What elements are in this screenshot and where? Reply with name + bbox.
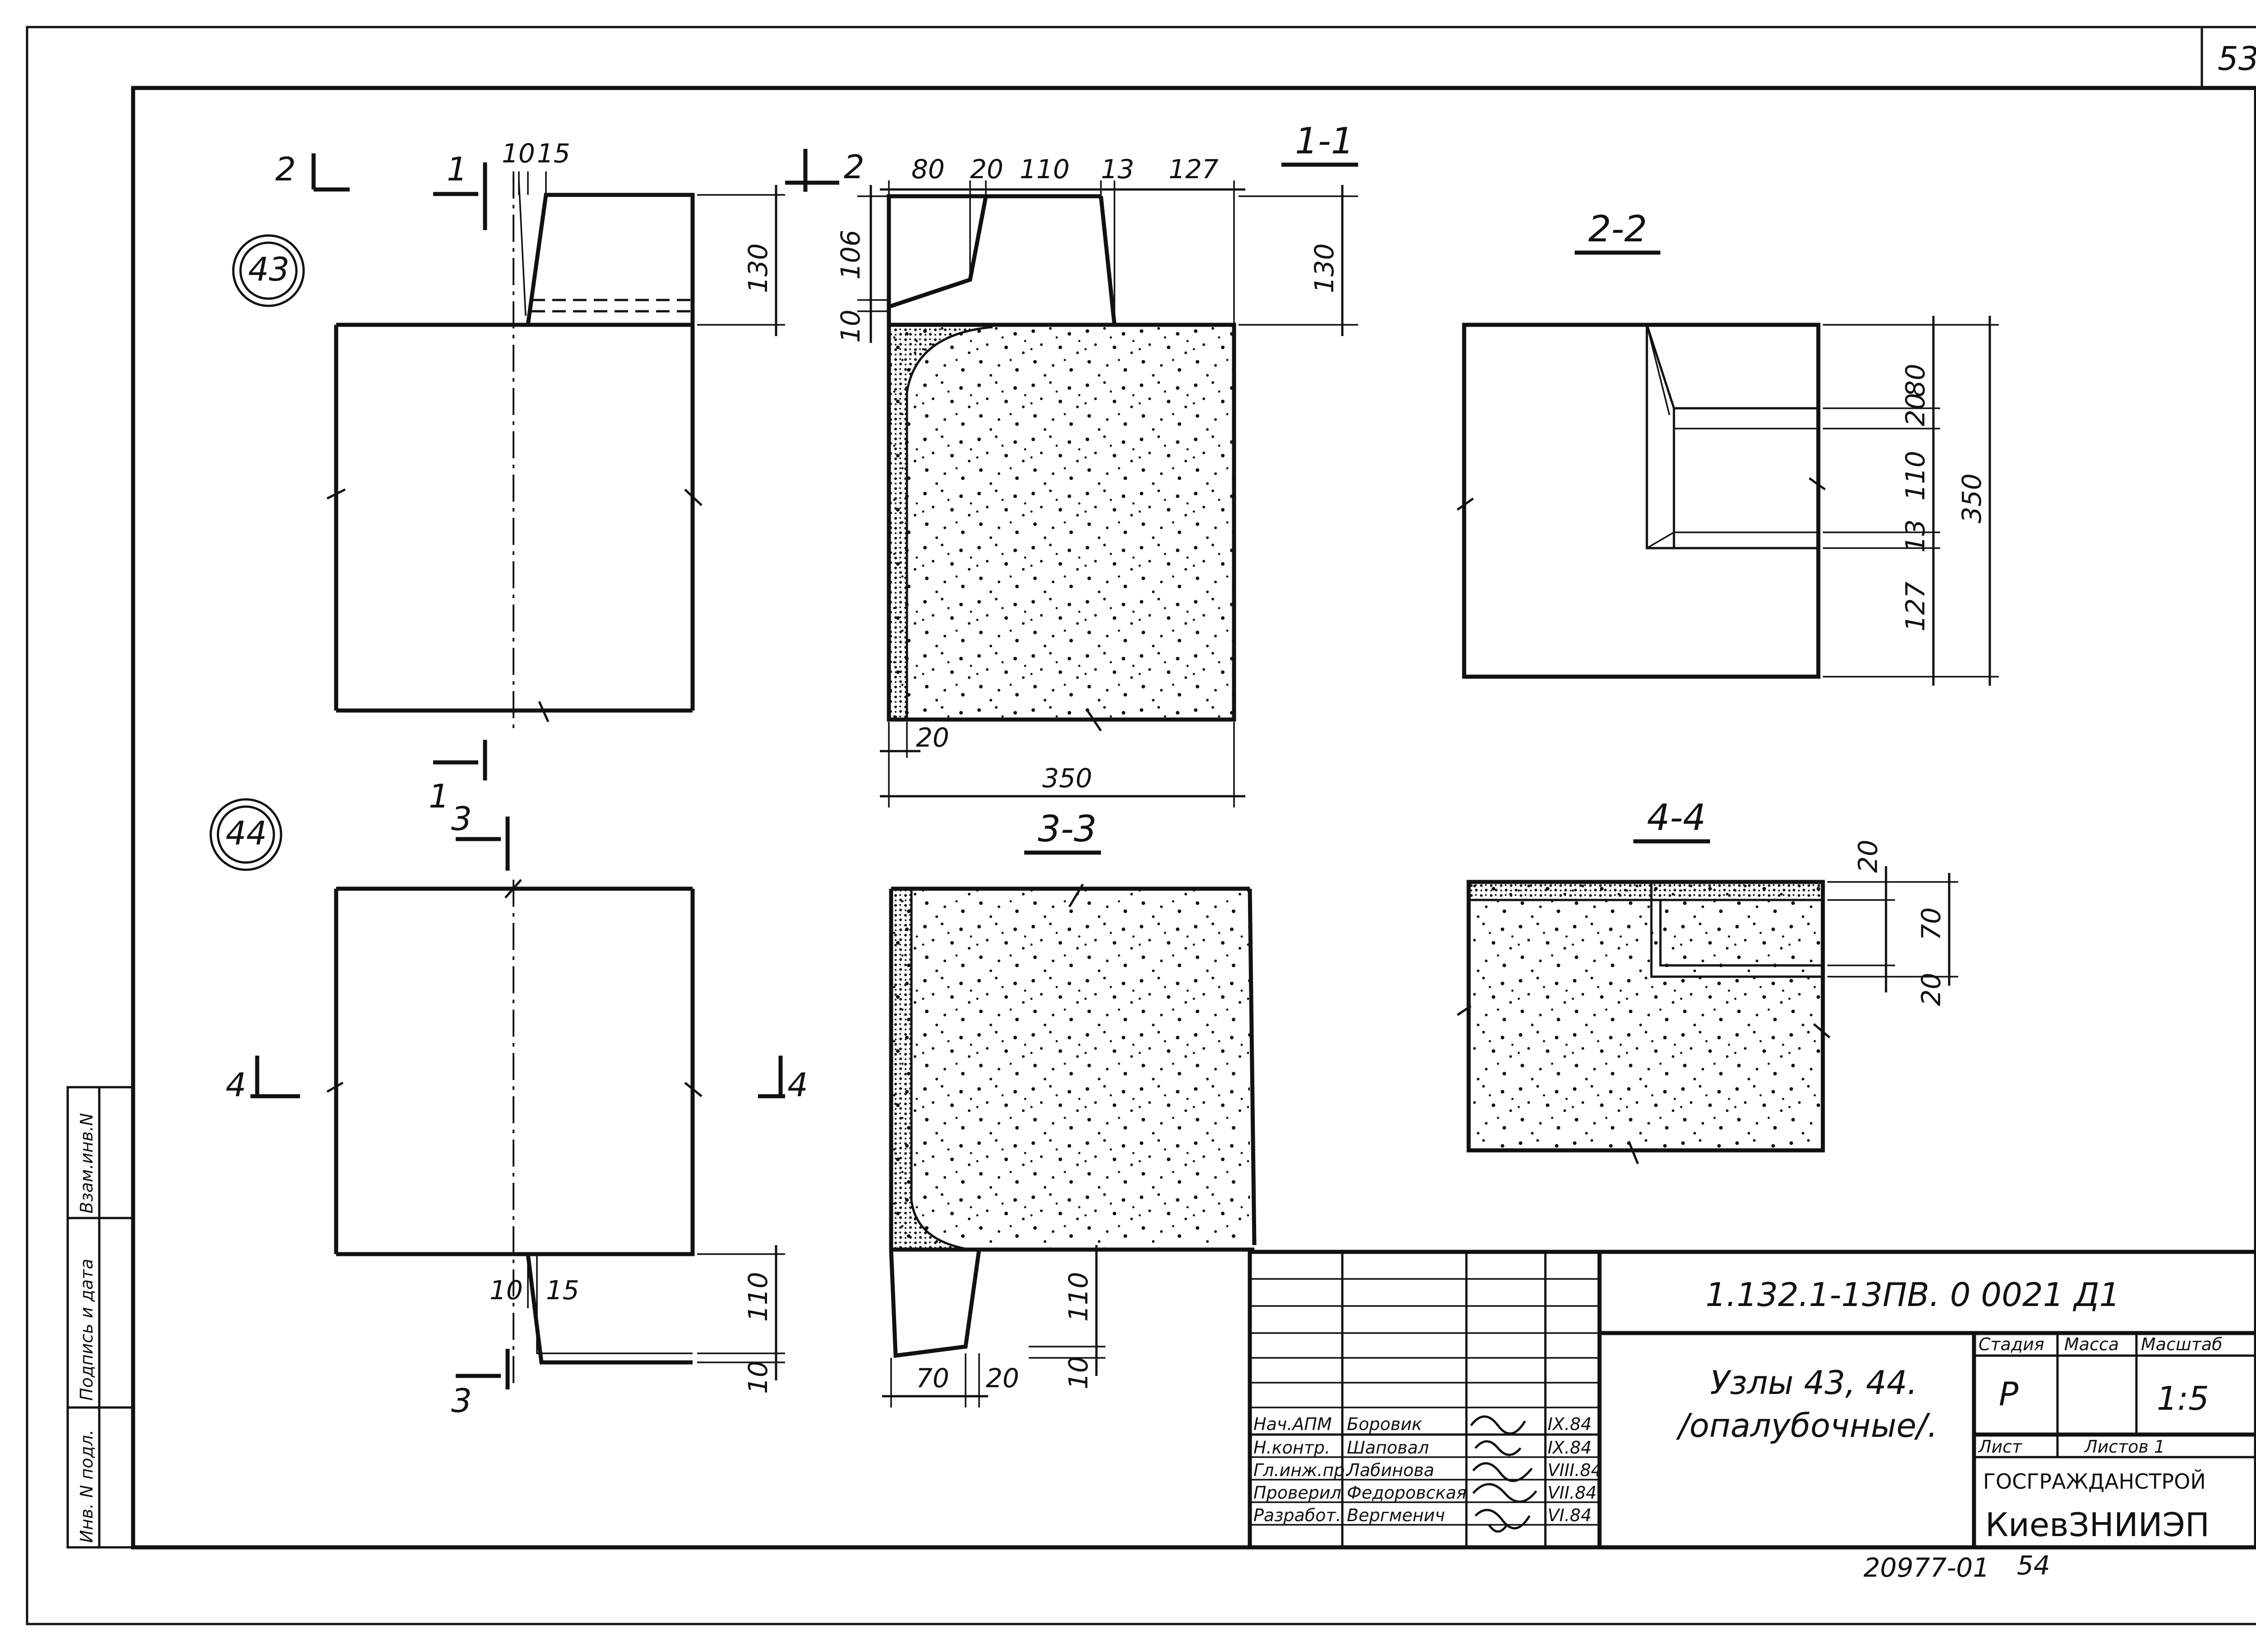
cut-4-label-b: 4 — [787, 1066, 808, 1104]
dim-1-1-130: 130 — [1309, 243, 1340, 293]
org-line-1: ГОСГРАЖДАНСТРОЙ — [1983, 1469, 2206, 1494]
sheet-title-2: /опалубочные/. — [1676, 1407, 1938, 1444]
svg-text:Проверил: Проверил — [1253, 1483, 1341, 1503]
dim-3-3-70: 70 — [916, 1363, 949, 1394]
dim-2-2-127: 127 — [1900, 581, 1931, 632]
dim-43-15: 15 — [537, 138, 570, 169]
page-number: 53 — [2218, 40, 2256, 78]
dim-3-3-20: 20 — [986, 1363, 1019, 1394]
cut-3-label-b: 3 — [451, 1382, 472, 1420]
dim-44-15: 15 — [546, 1275, 579, 1306]
svg-text:VI.84: VI.84 — [1548, 1505, 1592, 1525]
svg-text:Федоровская: Федоровская — [1347, 1483, 1466, 1503]
stamp-replace-label: Взам.инв.N — [77, 1113, 97, 1214]
section-2-2-label: 2-2 — [1588, 208, 1647, 250]
dim-2-2-110: 110 — [1900, 451, 1931, 501]
dim-1-1-10: 10 — [835, 309, 866, 343]
title-block: 1.132.1-13ПВ. 0 0021 Д1 Узлы 43, 44. /оп… — [1248, 1250, 2256, 1550]
svg-text:IX.84: IX.84 — [1548, 1438, 1592, 1458]
dim-2-2-13: 13 — [1900, 519, 1931, 553]
mass-label: Масса — [2064, 1334, 2119, 1354]
dim-2-2-20: 20 — [1900, 393, 1931, 426]
footer-page: 54 — [2017, 1550, 2050, 1581]
cut-3-label-a: 3 — [451, 800, 472, 838]
dim-4-4-20b: 20 — [1916, 973, 1946, 1006]
svg-text:Вергменич: Вергменич — [1347, 1505, 1445, 1525]
org-line-2: КиевЗНИИЭП — [1985, 1506, 2210, 1544]
svg-text:VIII.84: VIII.84 — [1548, 1460, 1602, 1480]
dim-1-1-20: 20 — [970, 154, 1003, 185]
cut-2-label-a: 2 — [275, 150, 296, 188]
dim-4-4-70: 70 — [1916, 907, 1946, 941]
scale-value: 1:5 — [2157, 1380, 2209, 1417]
cut-1-label-b: 1 — [429, 777, 449, 815]
dim-44-10: 10 — [490, 1275, 523, 1306]
dim-1-1-350: 350 — [1042, 763, 1092, 794]
dim-3-3-10: 10 — [1063, 1356, 1094, 1389]
stage-value: Р — [1999, 1375, 2019, 1413]
svg-text:Гл.инж.пр.: Гл.инж.пр. — [1253, 1460, 1350, 1480]
signature-row: Н.контр. Шаповал IX.84 — [1253, 1438, 1592, 1458]
cut-1-label-a: 1 — [447, 150, 467, 188]
scale-label: Масштаб — [2141, 1334, 2223, 1354]
svg-text:Н.контр.: Н.контр. — [1253, 1438, 1330, 1458]
footer-code: 20977-01 — [1863, 1552, 1989, 1583]
dim-43-10: 10 — [502, 138, 535, 169]
dim-2-2-80: 80 — [1900, 364, 1931, 397]
cut-4-label-a: 4 — [226, 1066, 246, 1104]
dim-43-130: 130 — [743, 243, 773, 293]
svg-text:IX.84: IX.84 — [1548, 1414, 1592, 1434]
dim-1-1-110: 110 — [1020, 154, 1070, 185]
node-43-label: 43 — [248, 250, 290, 288]
dim-2-2-350: 350 — [1956, 473, 1987, 523]
section-2-2: 2-2 80 20 110 13 127 350 — [1456, 208, 1999, 686]
signature-row: Гл.инж.пр. Лабинова VIII.84 — [1253, 1460, 1602, 1480]
section-1-1-label: 1-1 — [1295, 120, 1354, 162]
handwritten-signatures — [1470, 1415, 1537, 1533]
stage-label: Стадия — [1979, 1334, 2044, 1354]
section-4-4: 4-4 20 70 20 — [1456, 797, 1958, 1164]
section-3-3-label: 3-3 — [1038, 808, 1097, 850]
dim-1-1-13: 13 — [1101, 154, 1134, 185]
sheet-title-1: Узлы 43, 44. — [1710, 1364, 1918, 1402]
dim-44-110: 110 — [743, 1272, 773, 1322]
dim-3-3-110: 110 — [1063, 1272, 1094, 1322]
svg-text:VII.84: VII.84 — [1548, 1483, 1597, 1503]
sheet-label: Лист — [1978, 1437, 2023, 1457]
section-3-3: 3-3 70 20 110 10 — [882, 808, 1257, 1407]
signature-row: Проверил Федоровская VII.84 — [1253, 1483, 1597, 1503]
svg-text:Боровик: Боровик — [1347, 1414, 1422, 1434]
node-44-elevation: 44 10 15 110 10 3 3 4 4 — [209, 798, 808, 1420]
side-stamp: Инв. N подл. Подпись и дата Взам.инв.N — [66, 1086, 134, 1549]
dim-1-1-20b: 20 — [916, 722, 949, 753]
signature-row: Разработ. Вергменич VI.84 — [1253, 1505, 1592, 1525]
stamp-inv-label: Инв. N подл. — [77, 1430, 97, 1543]
cut-2-label-b: 2 — [844, 148, 864, 186]
signature-row: Нач.АПМ Боровик IX.84 — [1253, 1414, 1592, 1434]
node-44-label: 44 — [226, 814, 267, 852]
sheets-label: Листов 1 — [2084, 1437, 2165, 1457]
sheet-designation: 1.132.1-13ПВ. 0 0021 Д1 — [1706, 1276, 2120, 1314]
dim-1-1-127: 127 — [1169, 154, 1219, 185]
svg-text:Шаповал: Шаповал — [1347, 1438, 1429, 1458]
dim-4-4-20: 20 — [1853, 840, 1883, 873]
stamp-sign-label: Подпись и дата — [77, 1259, 97, 1401]
node-43-elevation: 43 10 15 130 2 1 1 — [232, 138, 785, 815]
outer-frame — [26, 26, 2256, 1625]
svg-text:Разработ.: Разработ. — [1253, 1505, 1341, 1525]
section-4-4-label: 4-4 — [1647, 797, 1706, 839]
svg-text:Нач.АПМ: Нач.АПМ — [1253, 1414, 1332, 1434]
section-1-1: 1-1 2 80 20 110 13 127 106 10 130 — [785, 120, 1358, 808]
dim-44-10b: 10 — [743, 1361, 773, 1394]
dim-1-1-106: 106 — [835, 230, 866, 280]
svg-text:Лабинова: Лабинова — [1346, 1460, 1434, 1480]
inner-frame — [131, 86, 2256, 1550]
dim-1-1-80: 80 — [911, 154, 945, 185]
